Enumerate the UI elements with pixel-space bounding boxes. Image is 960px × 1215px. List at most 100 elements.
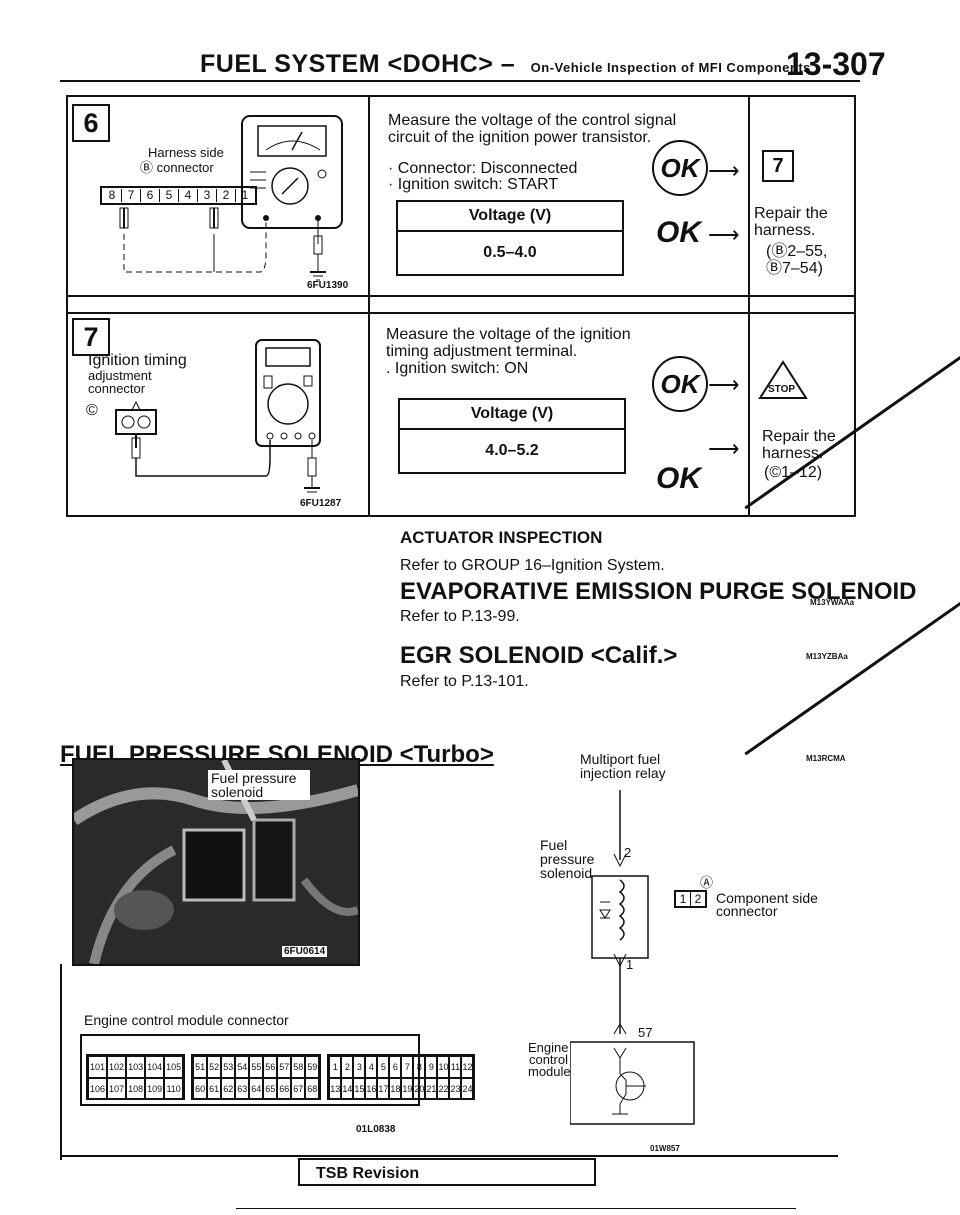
evap-title: EVAPORATIVE EMISSION PURGE SOLENOID <box>400 578 917 605</box>
ecm-pin: 14 <box>341 1078 354 1100</box>
ecm-pin: 17 <box>377 1078 390 1100</box>
pin: 8 <box>103 189 122 202</box>
ecm-pin: 24 <box>461 1078 474 1100</box>
col-divider-2 <box>748 95 750 515</box>
ecm-pin: 56 <box>263 1056 278 1078</box>
pin: 6 <box>141 189 160 202</box>
evap-ref: Refer to P.13-99. <box>400 608 520 625</box>
step-7-connector-mark: © <box>86 402 98 419</box>
voltage-value: 0.5–4.0 <box>483 244 537 261</box>
ecm-pin: 61 <box>207 1078 222 1100</box>
arrow-icon: ⟶ <box>708 436 740 461</box>
ecm-pin: 6 <box>389 1056 402 1078</box>
ecm-pin: 105 <box>164 1056 184 1078</box>
component-label: Component side connector <box>716 890 818 919</box>
photo-label: Fuel pressure solenoid <box>208 770 310 800</box>
step-7-voltage-table: Voltage (V) 4.0–5.2 <box>398 398 626 474</box>
arrow-icon: ⟶ <box>708 158 740 183</box>
inspection-table <box>66 95 856 517</box>
col-divider-1 <box>368 95 370 515</box>
step-7-label-2: adjustment <box>88 368 152 383</box>
ecm-pin: 103 <box>126 1056 146 1078</box>
step-6-voltmeter-diagram <box>119 115 343 281</box>
step-6-ng-result: Repair the harness. <box>754 205 828 239</box>
step-6-ng-detail-1: (Ⓑ2–55, <box>766 243 828 260</box>
fps-code: M13RCMA <box>806 754 846 763</box>
ecm-pin: 10 <box>437 1056 450 1078</box>
ecm-pin: 109 <box>145 1078 165 1100</box>
step-6-label-harness: Harness side <box>148 145 224 160</box>
step-6-condition-1: · Connector: Disconnected <box>388 160 578 177</box>
ecm-pin: 106 <box>88 1078 108 1100</box>
step-7-ng-result: Repair the harness. <box>762 428 836 462</box>
step-6-condition-2: · Ignition switch: START <box>388 176 559 193</box>
egr-title: EGR SOLENOID <Calif.> <box>400 642 678 669</box>
ecm-pin: 63 <box>235 1078 250 1100</box>
ecm-pin: 108 <box>126 1078 146 1100</box>
ecm-pin: 8 <box>413 1056 426 1078</box>
step-7-condition-1: . Ignition switch: ON <box>386 360 529 377</box>
ecm-pin: 101 <box>88 1056 108 1078</box>
step-6-number: 6 <box>72 104 110 142</box>
step-7-number: 7 <box>72 318 110 356</box>
pin: 7 <box>122 189 141 202</box>
ecm-pin: 57 <box>277 1056 292 1078</box>
step-7-instruction: Measure the voltage of the ignition timi… <box>386 326 631 360</box>
ecm-pin: 5 <box>377 1056 390 1078</box>
ecm-pin: 1 <box>329 1056 342 1078</box>
component-mark: Ⓐ <box>700 875 714 890</box>
ecm-pin: 54 <box>235 1056 250 1078</box>
ecm-pin: 67 <box>291 1078 306 1100</box>
ecm-pin: 15 <box>353 1078 366 1100</box>
step-6-voltage-table: Voltage (V) 0.5–4.0 <box>396 200 624 276</box>
step-6-label-connector: Ⓑ connector <box>140 160 214 175</box>
ecm-pin: 21 <box>425 1078 438 1100</box>
step-7-ng-detail-1: (©1–12) <box>764 464 823 481</box>
component-pin: 1 <box>676 892 691 906</box>
header-dash: – <box>500 50 516 78</box>
ecm-pin-group-2: 51 52 53 54 55 56 57 58 59 60 61 62 63 6… <box>191 1054 322 1100</box>
ecm-pin: 22 <box>437 1078 450 1100</box>
ecm-connector: 101 102 103 104 105 106 107 108 109 110 … <box>80 1034 476 1106</box>
arrow-icon: ⟶ <box>708 222 740 247</box>
bottom-rule <box>236 1208 796 1209</box>
step-7-ng-badge: OK <box>656 462 960 496</box>
voltage-header: Voltage (V) <box>400 400 624 430</box>
ecm-pin: 107 <box>107 1078 127 1100</box>
step-7-label-1: Ignition timing <box>88 352 187 369</box>
ecm-pin: 12 <box>461 1056 474 1078</box>
pin: 3 <box>198 189 217 202</box>
ecm-pin: 18 <box>389 1078 402 1100</box>
step-6-instruction: Measure the voltage of the control signa… <box>388 112 677 146</box>
pin-57-label: 57 <box>638 1025 653 1040</box>
voltage-value: 4.0–5.2 <box>485 442 539 459</box>
egr-ref: Refer to P.13-101. <box>400 673 529 690</box>
relay-label: Multiport fuel injection relay <box>580 751 666 781</box>
ecm-pin: 102 <box>107 1056 127 1078</box>
voltage-header: Voltage (V) <box>398 202 622 232</box>
ecm-pin: 51 <box>193 1056 208 1078</box>
ecm-label: Engine control module <box>528 1040 571 1079</box>
pin: 5 <box>160 189 179 202</box>
solenoid-label: Fuel pressure solenoid <box>540 837 595 881</box>
pin: 2 <box>217 189 236 202</box>
ecm-pin: 110 <box>164 1078 184 1100</box>
pin-1-label: 1 <box>626 957 634 972</box>
step-6-connector: 8 7 6 5 4 3 2 1 <box>100 186 257 205</box>
pin: 1 <box>241 188 249 202</box>
step-7-voltmeter-diagram <box>115 339 321 493</box>
step-6-figure-code: 6FU1390 <box>307 280 349 291</box>
pin: 4 <box>179 189 198 202</box>
component-pin: 2 <box>694 892 702 906</box>
ecm-pin: 19 <box>401 1078 414 1100</box>
ecm-code: 01L0838 <box>356 1124 396 1135</box>
step-7-figure-code: 6FU1287 <box>300 498 342 509</box>
ecm-pin: 2 <box>341 1056 354 1078</box>
ecm-pin: 4 <box>365 1056 378 1078</box>
page-number: 13-307 <box>786 46 886 82</box>
step-6-ng-detail-2: Ⓑ7–54) <box>766 260 823 277</box>
step-6-ok-badge: OK <box>652 140 708 196</box>
ecm-pin: 68 <box>305 1078 320 1100</box>
ecm-pin: 55 <box>249 1056 264 1078</box>
photo-code: 6FU0614 <box>282 946 328 957</box>
